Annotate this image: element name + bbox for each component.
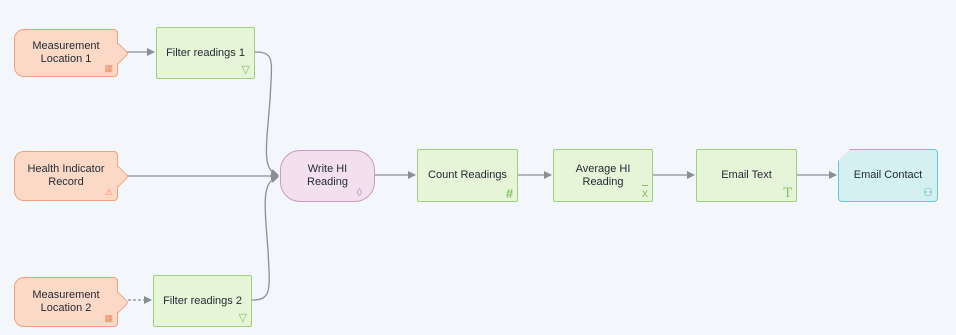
drop-icon: ◊ xyxy=(356,187,362,199)
node-label: Average HI Reading xyxy=(575,162,631,188)
node-write-hi-reading[interactable]: Write HI Reading ◊ xyxy=(280,150,375,202)
node-label: Email Contact xyxy=(853,169,923,181)
node-measurement-location-1[interactable]: Measurement Location 1 ▦ xyxy=(14,29,118,77)
filter-icon: ▽ xyxy=(241,64,250,76)
text-icon: T xyxy=(783,186,792,201)
filter-icon: ▽ xyxy=(238,312,247,324)
node-filter-readings-2[interactable]: Filter readings 2 ▽ xyxy=(153,275,252,327)
node-filter-readings-1[interactable]: Filter readings 1 ▽ xyxy=(156,27,255,79)
node-label: Write HI Reading xyxy=(307,163,348,188)
node-measurement-location-2[interactable]: Measurement Location 2 ▦ xyxy=(14,277,118,327)
node-email-text[interactable]: Email Text T xyxy=(696,149,797,202)
grid-icon: ▦ xyxy=(104,313,113,323)
hash-icon: # xyxy=(505,186,513,201)
node-label: Count Readings xyxy=(428,169,507,181)
mean-icon: x xyxy=(642,186,648,200)
node-label: Filter readings 2 xyxy=(163,294,242,307)
grid-icon: ▦ xyxy=(104,63,113,73)
node-label: Email Text xyxy=(721,169,772,181)
node-label: Measurement Location 2 xyxy=(32,289,100,314)
contact-icon: ⚇ xyxy=(923,187,933,199)
node-label: Health Indicator Record xyxy=(27,163,105,188)
node-email-contact[interactable]: Email Contact ⚇ xyxy=(838,149,938,202)
edge-filter1-to-write xyxy=(254,51,279,177)
warning-icon: ⚠ xyxy=(104,187,113,197)
node-count-readings[interactable]: Count Readings # xyxy=(417,149,518,202)
node-label: Measurement Location 1 xyxy=(32,40,100,65)
node-label: Filter readings 1 xyxy=(166,46,245,59)
edge-filter2-to-write xyxy=(251,175,279,301)
node-health-indicator-record[interactable]: Health Indicator Record ⚠ xyxy=(14,151,118,201)
node-average-hi-reading[interactable]: Average HI Reading x xyxy=(553,149,653,202)
